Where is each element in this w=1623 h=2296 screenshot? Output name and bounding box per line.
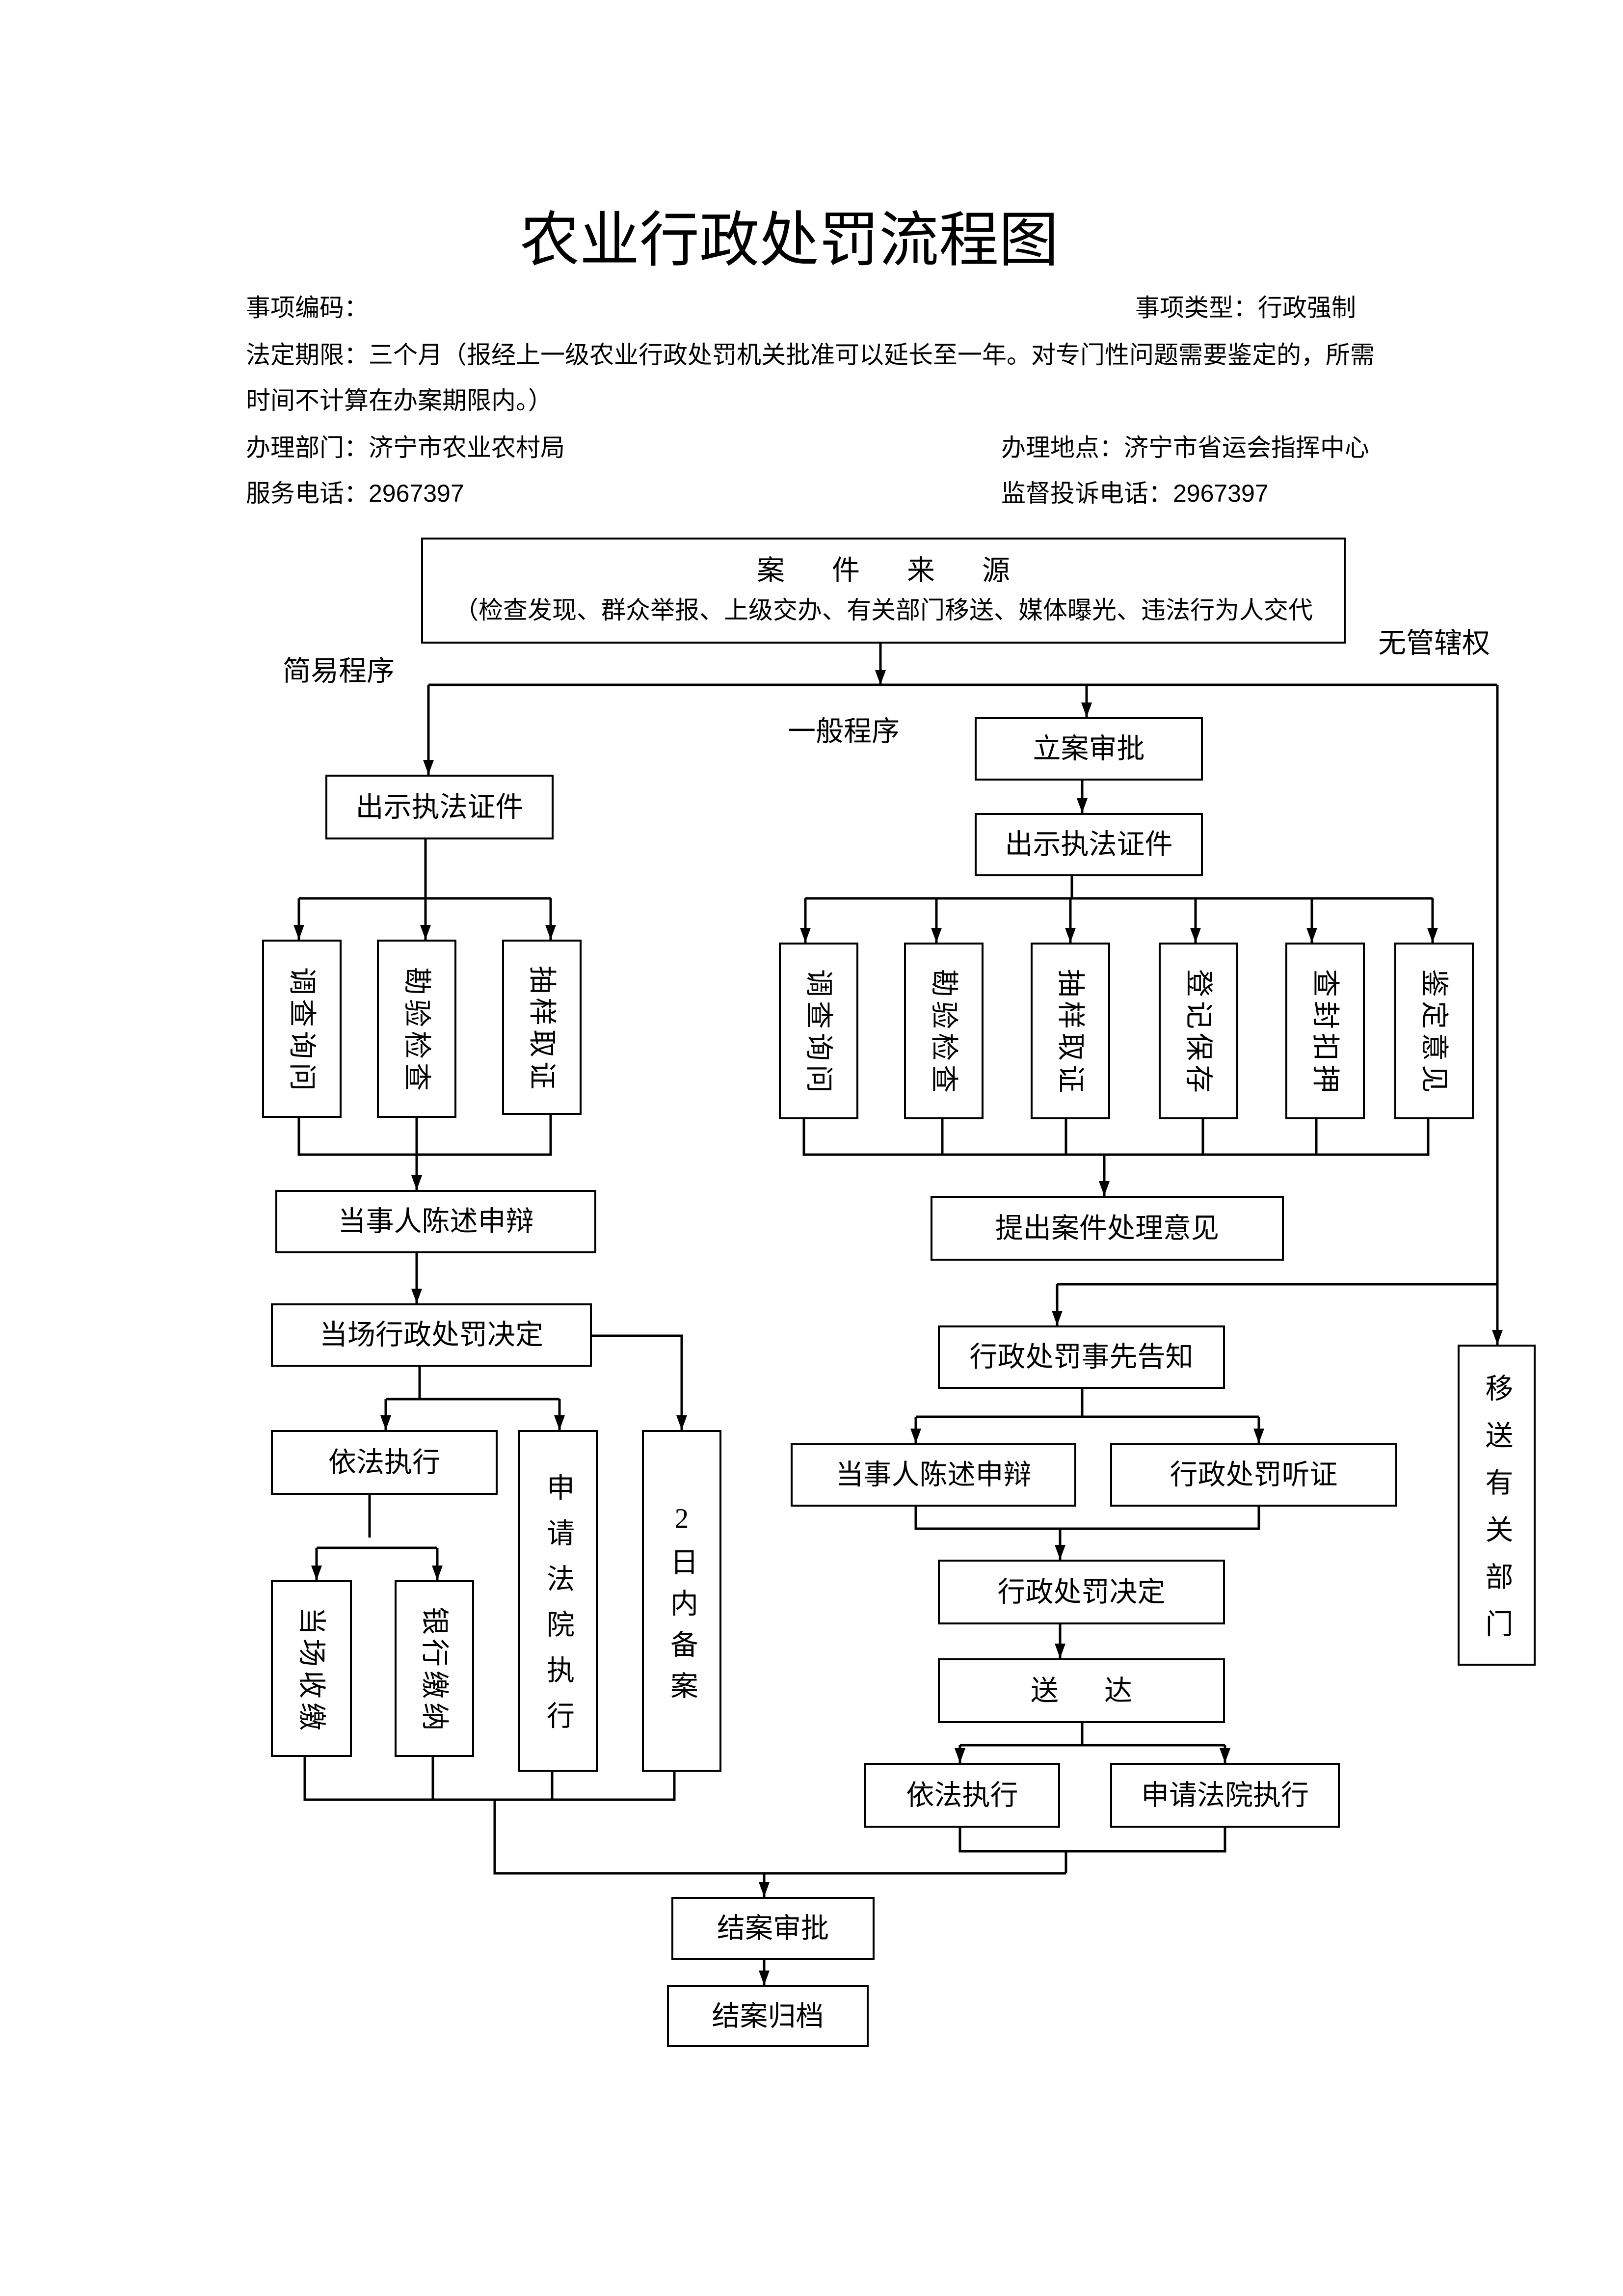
simple-execute-box: 依法执行 — [271, 1430, 498, 1495]
general-investigation-label: 勘验检查 — [928, 969, 959, 1097]
general-statement-label: 当事人陈述申辩 — [835, 1459, 1032, 1490]
general-execute-box: 依法执行 — [864, 1763, 1060, 1828]
simple-statement-box: 当事人陈述申辩 — [275, 1190, 596, 1253]
simple-investigation-join — [297, 1115, 552, 1156]
case-source-title: 案件来源 — [757, 555, 1057, 586]
filing-label: 2日内备案 — [666, 1503, 697, 1712]
simple-end-join — [303, 1757, 676, 1801]
simple-court-label: 申请法院执行 — [542, 1473, 574, 1747]
item-type: 事项类型：行政强制 — [1135, 294, 1356, 322]
location: 办理地点：济宁市省运会指挥中心 — [1001, 434, 1369, 461]
handling-opinion-box: 提出案件处理意见 — [931, 1196, 1284, 1261]
simple-decision-label: 当场行政处罚决定 — [319, 1320, 543, 1351]
payment-label: 当场收缴 — [296, 1607, 327, 1734]
hearing-label: 行政处罚听证 — [1170, 1459, 1338, 1490]
department: 办理部门：济宁市农业农村局 — [246, 434, 565, 461]
filing-box: 2日内备案 — [642, 1430, 721, 1772]
general-court-box: 申请法院执行 — [1110, 1763, 1340, 1828]
archive-box: 结案归档 — [667, 1985, 869, 2047]
general-statement-box: 当事人陈述申辩 — [791, 1443, 1076, 1507]
service-phone: 服务电话：2967397 — [246, 480, 464, 507]
simple-investigation-box: 抽样取证 — [502, 940, 582, 1115]
simple-investigation-label: 勘验检查 — [401, 967, 432, 1095]
general-investigation-label: 查封扣押 — [1309, 969, 1341, 1097]
simple-investigation-box: 调查询问 — [262, 940, 342, 1118]
simple-show-id-label: 出示执法证件 — [355, 791, 524, 823]
simple-investigation-label: 抽样取证 — [526, 965, 558, 1093]
general-show-id-box: 出示执法证件 — [975, 813, 1203, 876]
simple-statement-label: 当事人陈述申辩 — [338, 1206, 534, 1237]
legal-period-line1: 法定期限：三个月（报经上一级农业行政处罚机关批准可以延长至一年。对专门性问题需要… — [246, 341, 1375, 369]
general-decision-label: 行政处罚决定 — [997, 1576, 1166, 1608]
no-jurisdiction-label: 无管辖权 — [1378, 628, 1490, 659]
payment-box: 当场收缴 — [271, 1580, 352, 1757]
transfer-box: 移送有关部门 — [1458, 1345, 1536, 1666]
decision-to-filing-arrow — [592, 1334, 687, 1430]
item-code: 事项编码： — [246, 294, 369, 322]
closing-approval-box: 结案审批 — [671, 1897, 875, 1960]
case-source-detail: （检查发现、群众举报、上级交办、有关部门移送、媒体曝光、违法行为人交代 — [454, 596, 1313, 624]
general-investigation-box: 登记保存 — [1159, 943, 1238, 1119]
simple-procedure-label: 简易程序 — [283, 656, 395, 687]
general-court-label: 申请法院执行 — [1141, 1780, 1309, 1811]
payment-label: 银行缴纳 — [419, 1607, 450, 1734]
general-investigation-join — [802, 1119, 1430, 1156]
hearing-box: 行政处罚听证 — [1110, 1443, 1397, 1507]
general-investigation-box: 查封扣押 — [1285, 943, 1365, 1119]
simple-investigation-box: 勘验检查 — [377, 940, 456, 1118]
complaint-phone: 监督投诉电话：2967397 — [1001, 480, 1269, 507]
simple-to-merge-line — [493, 1800, 1066, 1875]
prior-notice-box: 行政处罚事先告知 — [938, 1325, 1225, 1389]
handling-opinion-label: 提出案件处理意见 — [995, 1213, 1219, 1244]
case-approval-label: 立案审批 — [1033, 733, 1145, 764]
page-title: 农业行政处罚流程图 — [520, 207, 1059, 273]
prior-notice-label: 行政处罚事先告知 — [969, 1342, 1194, 1373]
general-investigation-label: 调查询问 — [803, 969, 834, 1097]
general-end-join — [958, 1828, 1226, 1853]
general-procedure-label: 一般程序 — [788, 716, 900, 747]
general-decision-box: 行政处罚决定 — [938, 1560, 1225, 1624]
general-investigation-box: 勘验检查 — [904, 943, 984, 1119]
payment-box: 银行缴纳 — [395, 1580, 474, 1757]
legal-period-line2: 时间不计算在办案期限内。） — [246, 387, 553, 414]
general-investigation-box: 抽样取证 — [1031, 943, 1110, 1119]
case-approval-box: 立案审批 — [975, 717, 1203, 781]
simple-show-id-box: 出示执法证件 — [325, 775, 554, 839]
closing-approval-label: 结案审批 — [717, 1913, 829, 1944]
simple-execute-label: 依法执行 — [328, 1447, 440, 1478]
general-investigation-label: 抽样取证 — [1055, 969, 1086, 1097]
general-investigation-box: 调查询问 — [779, 943, 858, 1119]
delivery-box: 送达 — [938, 1658, 1225, 1723]
general-execute-label: 依法执行 — [906, 1780, 1018, 1811]
general-investigation-label: 登记保存 — [1183, 969, 1214, 1097]
simple-decision-box: 当场行政处罚决定 — [271, 1303, 592, 1367]
simple-investigation-label: 调查询问 — [286, 967, 318, 1095]
archive-label: 结案归档 — [712, 2000, 824, 2032]
transfer-label: 移送有关部门 — [1481, 1373, 1512, 1656]
case-source-box: 案件来源 （检查发现、群众举报、上级交办、有关部门移送、媒体曝光、违法行为人交代 — [421, 538, 1346, 644]
delivery-label: 送达 — [1031, 1675, 1178, 1706]
statement-hearing-join — [914, 1507, 1260, 1530]
general-investigation-label: 鉴定意见 — [1418, 969, 1450, 1097]
general-show-id-label: 出示执法证件 — [1005, 829, 1173, 860]
general-investigation-box: 鉴定意见 — [1394, 943, 1474, 1119]
simple-court-box: 申请法院执行 — [518, 1430, 598, 1772]
